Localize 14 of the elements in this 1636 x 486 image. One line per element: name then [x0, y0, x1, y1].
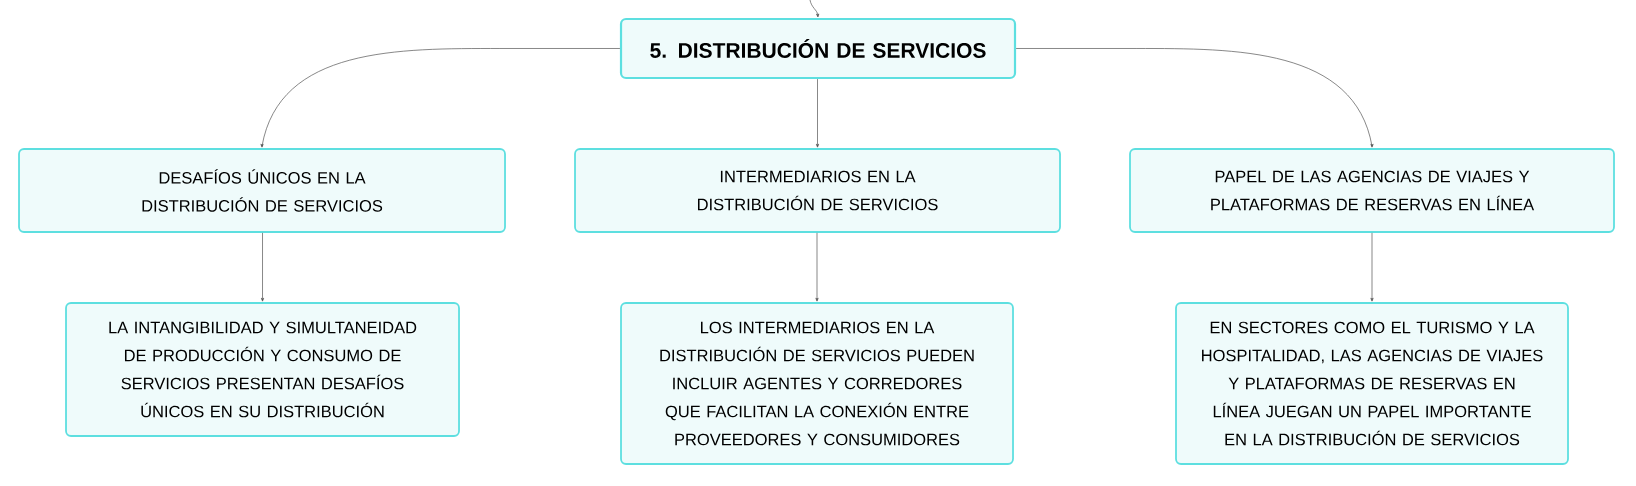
detail-box: LOS INTERMEDIARIOS EN LA DISTRIBUCIÓN DE SERVICIOS PUEDEN INCLUIR AGENTES Y CORREDORES QUE FACILITAN LA CONEXIÓN ENTRE PROVEEDORES Y CONSUMIDORES — [620, 302, 1014, 465]
arrow — [1015, 48, 1374, 148]
arrow — [815, 78, 820, 148]
arrow — [809, 0, 820, 18]
arrow — [815, 232, 819, 302]
arrow — [1370, 232, 1374, 302]
subtopic-box: PAPEL DE LAS AGENCIAS DE VIAJES Y PLATAFORMAS DE RESERVAS EN LÍNEA — [1129, 148, 1615, 233]
detail-box: EN SECTORES COMO EL TURISMO Y LA HOSPITALIDAD, LAS AGENCIAS DE VIAJES Y PLATAFORMAS DE RESERVAS EN LÍNEA JUEGAN UN PAPEL IMPORTANTE EN LA DISTRIBUCIÓN DE SERVICIOS — [1175, 302, 1569, 465]
subtopic-box: INTERMEDIARIOS EN LA DISTRIBUCIÓN DE SERVICIOS — [574, 148, 1061, 233]
subtopic-box: DESAFÍOS ÚNICOS EN LA DISTRIBUCIÓN DE SERVICIOS — [18, 148, 506, 233]
topic-box: 5. DISTRIBUCIÓN DE SERVICIOS — [619, 17, 1017, 80]
arrow — [260, 232, 265, 302]
arrow — [260, 48, 621, 148]
detail-box: LA INTANGIBILIDAD Y SIMULTANEIDAD DE PRODUCCIÓN Y CONSUMO DE SERVICIOS PRESENTAN DESAFÍOS ÚNICOS EN SU DISTRIBUCIÓN — [65, 302, 460, 437]
